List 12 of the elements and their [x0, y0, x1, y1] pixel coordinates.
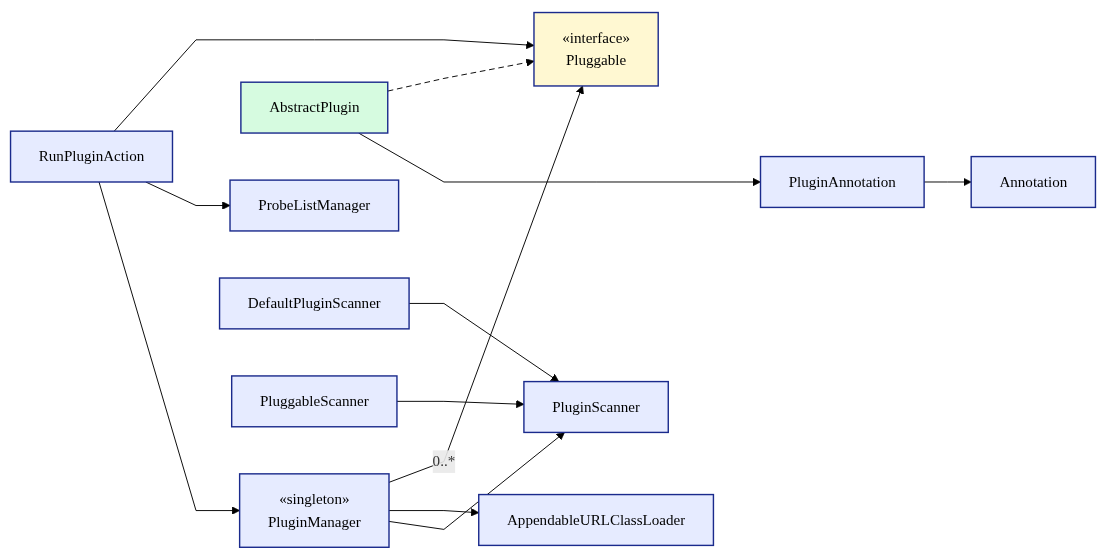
node-box: PluggableScanner: [230, 374, 398, 428]
node-box: PluginAnnotation: [759, 155, 925, 208]
node-box: AppendableURLClassLoader: [477, 493, 714, 546]
node-box: «interface» Pluggable: [532, 11, 659, 87]
node-box: Annotation: [969, 155, 1096, 208]
node-box: «singleton» PluginManager: [238, 472, 390, 548]
node-box: RunPluginAction: [9, 130, 173, 183]
node-box: PluginScanner: [522, 380, 669, 433]
node-box: ProbeListManager: [228, 179, 399, 232]
edge-label: 0..*: [432, 452, 455, 469]
node-box: DefaultPluginScanner: [218, 276, 410, 330]
node-box: AbstractPlugin: [239, 81, 388, 134]
